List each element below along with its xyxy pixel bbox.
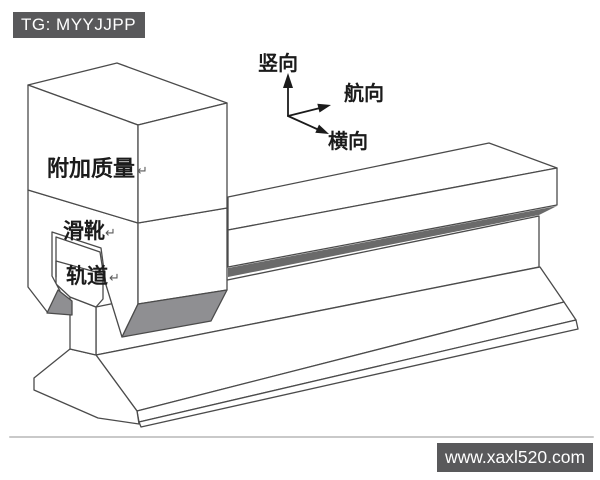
rail-head-underside-shadow	[228, 206, 557, 277]
label-rail: 轨道	[66, 264, 108, 288]
axial-axis-arrowhead-icon	[317, 103, 331, 113]
axis-label-lateral: 横向	[328, 129, 368, 153]
label-additional-mass: 附加质量	[47, 156, 135, 182]
label-rail-return-mark: ↵	[109, 271, 120, 286]
slipper	[27, 189, 228, 338]
slipper-right-hook-underside	[121, 289, 228, 338]
axial-axis-line	[287, 107, 321, 117]
rail-head-front-face	[227, 167, 558, 268]
label-slipper: 滑靴	[63, 219, 105, 243]
rail-near-end-face	[33, 348, 140, 425]
lateral-axis-line	[287, 115, 319, 131]
coordinate-axes	[283, 73, 331, 134]
axis-label-vertical: 竖向	[258, 51, 298, 75]
label-slipper-return-mark: ↵	[105, 226, 116, 241]
axis-label-axial: 航向	[344, 81, 384, 105]
rail-beam	[33, 142, 579, 428]
vertical-axis-arrowhead-icon	[283, 73, 293, 88]
rail-base-bevel-face	[138, 319, 579, 428]
label-additional-mass-return-mark: ↵	[137, 164, 148, 179]
footer-watermark-bar: www.xaxl520.com	[437, 443, 593, 472]
box-right-face	[137, 102, 228, 224]
footer-watermark-text: www.xaxl520.com	[444, 447, 586, 467]
header-watermark-text: TG: MYYJJPP	[21, 15, 137, 34]
header-watermark-bar: TG: MYYJJPP	[13, 12, 145, 38]
additional-mass-box	[27, 62, 228, 224]
slipper-right-face	[137, 207, 228, 305]
slipper-left-hook-underside	[46, 289, 73, 316]
slipper-arch-inner-edge	[55, 236, 106, 285]
lateral-axis-arrowhead-icon	[315, 124, 329, 134]
